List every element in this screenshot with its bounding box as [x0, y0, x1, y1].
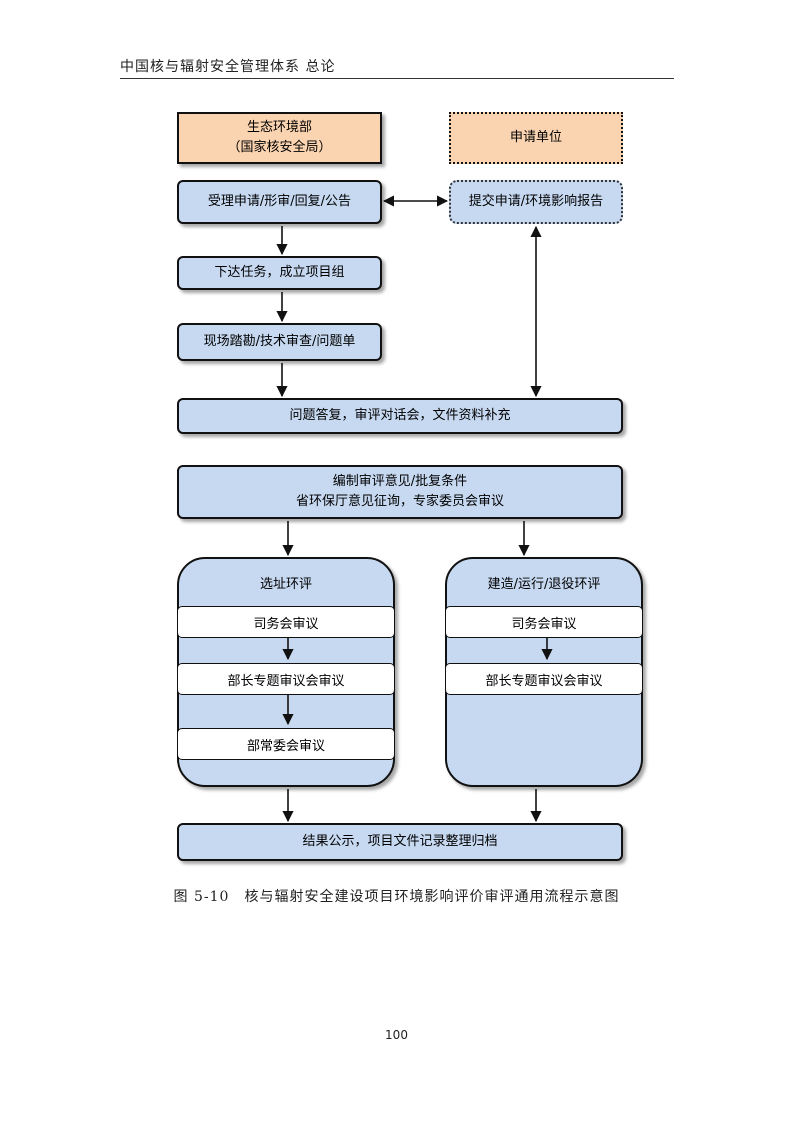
construction-step-1-label: 司务会审议	[511, 616, 577, 632]
submit-box: 提交申请/环境影响报告	[449, 180, 623, 224]
opinion-line-1: 编制审评意见/批复条件	[332, 474, 468, 489]
siting-step-1: 司务会审议	[177, 606, 395, 638]
result-label: 结果公示，项目文件记录整理归档	[302, 834, 498, 849]
siting-step-1-label: 司务会审议	[253, 616, 319, 632]
siting-step-2-label: 部长专题审议会审议	[227, 673, 345, 689]
submit-label: 提交申请/环境影响报告	[468, 194, 604, 209]
inspect-box: 现场踏勘/技术审查/问题单	[177, 323, 382, 361]
org-name: 生态环境部	[246, 120, 312, 135]
assign-box: 下达任务，成立项目组	[177, 256, 382, 290]
opinion-line-2: 省环保厅意见征询，专家委员会审议	[295, 494, 504, 509]
running-header: 中国核与辐射安全管理体系 总论	[120, 59, 336, 75]
siting-group-title: 选址环评	[259, 577, 312, 592]
applicant-label: 申请单位	[509, 130, 562, 145]
construction-step-2-label: 部长专题审议会审议	[485, 673, 603, 689]
siting-group: 选址环评 司务会审议 部长专题审议会审议 部常委会审议	[177, 557, 395, 787]
org-subname: （国家核安全局）	[227, 140, 332, 155]
construction-step-1: 司务会审议	[445, 606, 643, 638]
applicant-box: 申请单位	[449, 112, 623, 164]
assign-label: 下达任务，成立项目组	[214, 265, 345, 280]
siting-step-3-label: 部常委会审议	[246, 738, 325, 754]
respond-box: 问题答复，审评对话会，文件资料补充	[177, 398, 623, 434]
result-box: 结果公示，项目文件记录整理归档	[177, 823, 623, 861]
org-box: 生态环境部 （国家核安全局）	[177, 112, 382, 164]
figure-caption: 图 5-10 核与辐射安全建设项目环境影响评价审评通用流程示意图	[173, 889, 620, 905]
accept-box: 受理申请/形审/回复/公告	[177, 180, 382, 224]
construction-step-2: 部长专题审议会审议	[445, 663, 643, 695]
page-number: 100	[385, 1028, 408, 1042]
construction-group-title: 建造/运行/退役环评	[487, 577, 601, 592]
construction-group: 建造/运行/退役环评 司务会审议 部长专题审议会审议	[445, 557, 643, 787]
siting-step-3: 部常委会审议	[177, 728, 395, 760]
opinion-box: 编制审评意见/批复条件 省环保厅意见征询，专家委员会审议	[177, 465, 623, 519]
header-rule	[120, 78, 674, 79]
siting-step-2: 部长专题审议会审议	[177, 663, 395, 695]
accept-label: 受理申请/形审/回复/公告	[207, 194, 352, 209]
respond-label: 问题答复，审评对话会，文件资料补充	[289, 408, 511, 423]
inspect-label: 现场踏勘/技术审查/问题单	[203, 334, 356, 349]
